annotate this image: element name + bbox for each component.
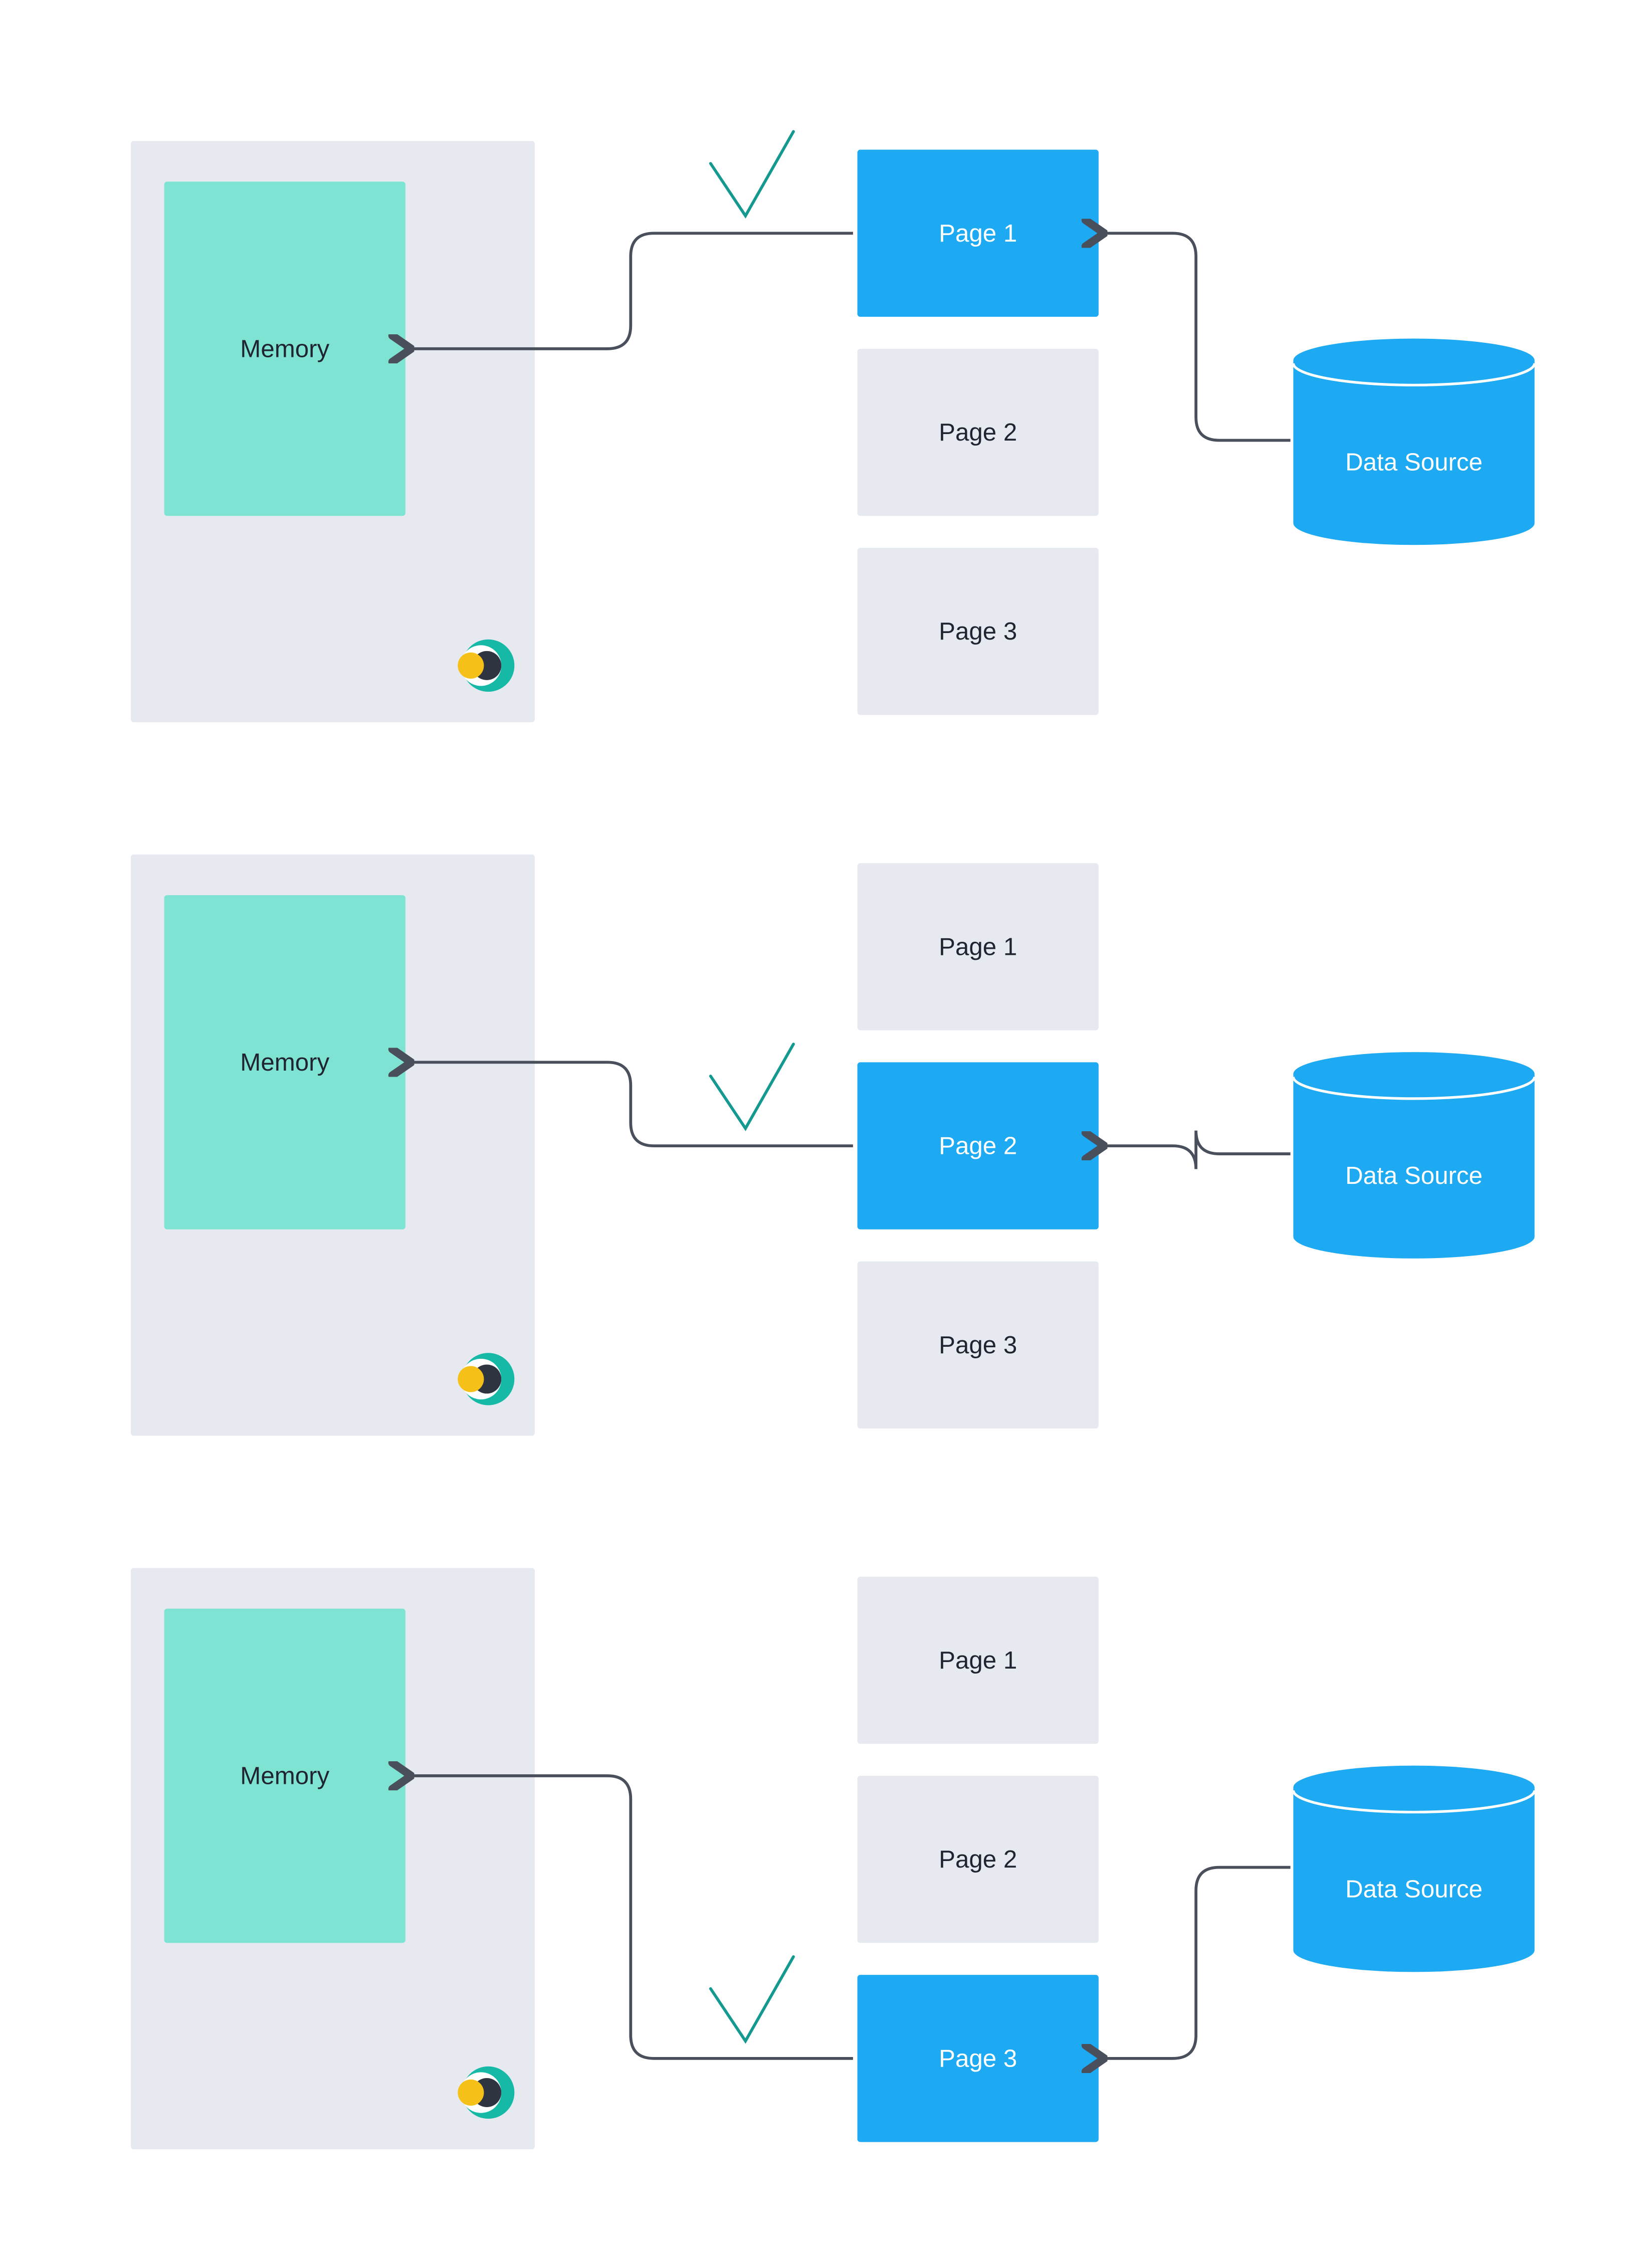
data-source-to-page-connector	[1104, 233, 1291, 442]
scenario-2: Memory Page 1 Page 2 Page 3 Data Source	[130, 854, 1536, 1436]
data-source-to-page-connector	[1104, 1130, 1291, 1169]
page-3-box	[857, 548, 1099, 715]
data-source-to-page-connector	[1104, 1866, 1291, 2059]
page-3-label: Page 3	[939, 618, 1017, 645]
page-1-box	[857, 1576, 1099, 1744]
page-2-box	[857, 348, 1099, 516]
page-2-box	[857, 1062, 1099, 1229]
memory-block	[164, 1608, 405, 1943]
page-2-label: Page 2	[939, 419, 1017, 446]
memory-block	[164, 181, 405, 516]
data-source-cylinder	[1292, 1052, 1536, 1259]
memory-label: Memory	[240, 1762, 329, 1789]
elastic-cache-logo-icon	[458, 2066, 515, 2119]
page-to-memory-connector	[411, 1776, 853, 2060]
data-source-label: Data Source	[1345, 1162, 1483, 1189]
check-icon	[709, 130, 795, 219]
page-to-memory-connector	[411, 1062, 853, 1147]
memory-label: Memory	[240, 1049, 329, 1076]
page-2-box	[857, 1775, 1099, 1943]
page-2-label: Page 2	[939, 1845, 1017, 1873]
check-icon	[709, 1955, 795, 2044]
scenario-1: Memory Page 1 Page 2 Page 3 Data Source	[130, 130, 1536, 722]
check-icon	[709, 1043, 795, 1131]
data-source-label: Data Source	[1345, 1876, 1483, 1903]
page-1-label: Page 1	[939, 1647, 1017, 1674]
page-2-label: Page 2	[939, 1132, 1017, 1160]
data-source-cylinder	[1292, 338, 1536, 545]
page-3-box	[857, 1975, 1099, 2142]
page-3-label: Page 3	[939, 1331, 1017, 1359]
memory-label: Memory	[240, 335, 329, 362]
page-1-box	[857, 863, 1099, 1031]
page-1-label: Page 1	[939, 933, 1017, 960]
page-1-box	[857, 149, 1099, 317]
page-3-label: Page 3	[939, 2044, 1017, 2072]
page-3-box	[857, 1261, 1099, 1429]
elastic-cache-logo-icon	[458, 1353, 515, 1405]
page-1-label: Page 1	[939, 220, 1017, 247]
elastic-cache-logo-icon	[458, 639, 515, 692]
page-to-memory-connector	[411, 232, 853, 348]
data-source-label: Data Source	[1345, 448, 1483, 476]
scenario-3: Memory Page 1 Page 2 Page 3 Data Source	[130, 1568, 1536, 2150]
data-source-cylinder	[1292, 1765, 1536, 1972]
memory-block	[164, 895, 405, 1229]
